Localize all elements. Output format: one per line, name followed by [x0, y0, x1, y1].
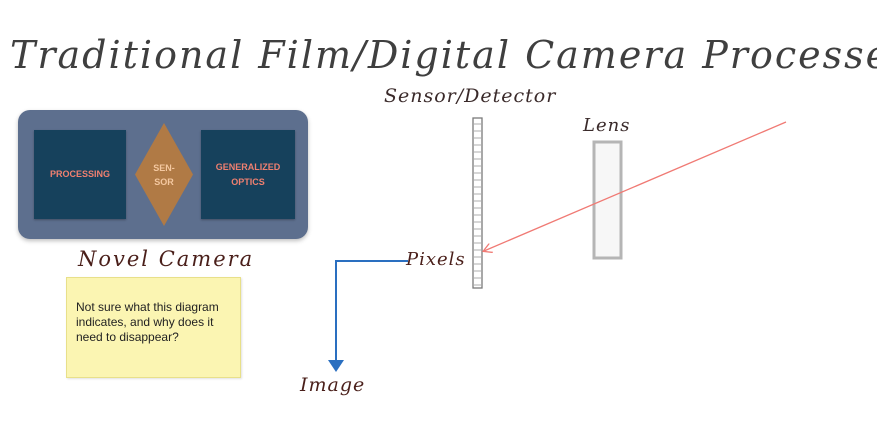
novel-camera-diagram: PROCESSING SEN- SOR GENERALIZED OPTICS	[18, 110, 308, 239]
light-ray-arrow	[484, 121, 787, 251]
output-arrow	[328, 260, 408, 372]
lens-label: Lens	[583, 115, 631, 136]
note-text: Not sure what this diagram indicates, an…	[76, 300, 219, 344]
image-label: Image	[300, 374, 366, 396]
sensor-detector-label: Sensor/Detector	[384, 85, 557, 107]
generalized-optics-block: GENERALIZED OPTICS	[201, 130, 295, 219]
pixels-label: Pixels	[406, 249, 466, 270]
processing-block: PROCESSING	[34, 130, 126, 219]
diamond-shape	[135, 123, 193, 226]
sticky-note-comment[interactable]: Not sure what this diagram indicates, an…	[66, 277, 241, 378]
sensor-diamond: SEN- SOR	[135, 123, 193, 226]
sensor-label-line1: SEN-	[153, 162, 175, 173]
optics-label-line1: GENERALIZED	[215, 161, 281, 172]
lens-shape	[592, 140, 623, 260]
sensor-strip	[472, 117, 483, 289]
novel-camera-label: Novel Camera	[78, 247, 255, 271]
sensor-label: SEN- SOR	[135, 123, 193, 226]
optics-label-line2: OPTICS	[231, 176, 265, 187]
sensor-label-line2: SOR	[154, 176, 174, 187]
page-title: Traditional Film/Digital Camera Processe…	[10, 33, 877, 77]
pixel-cells	[474, 123, 481, 286]
processing-label: PROCESSING	[49, 169, 110, 179]
